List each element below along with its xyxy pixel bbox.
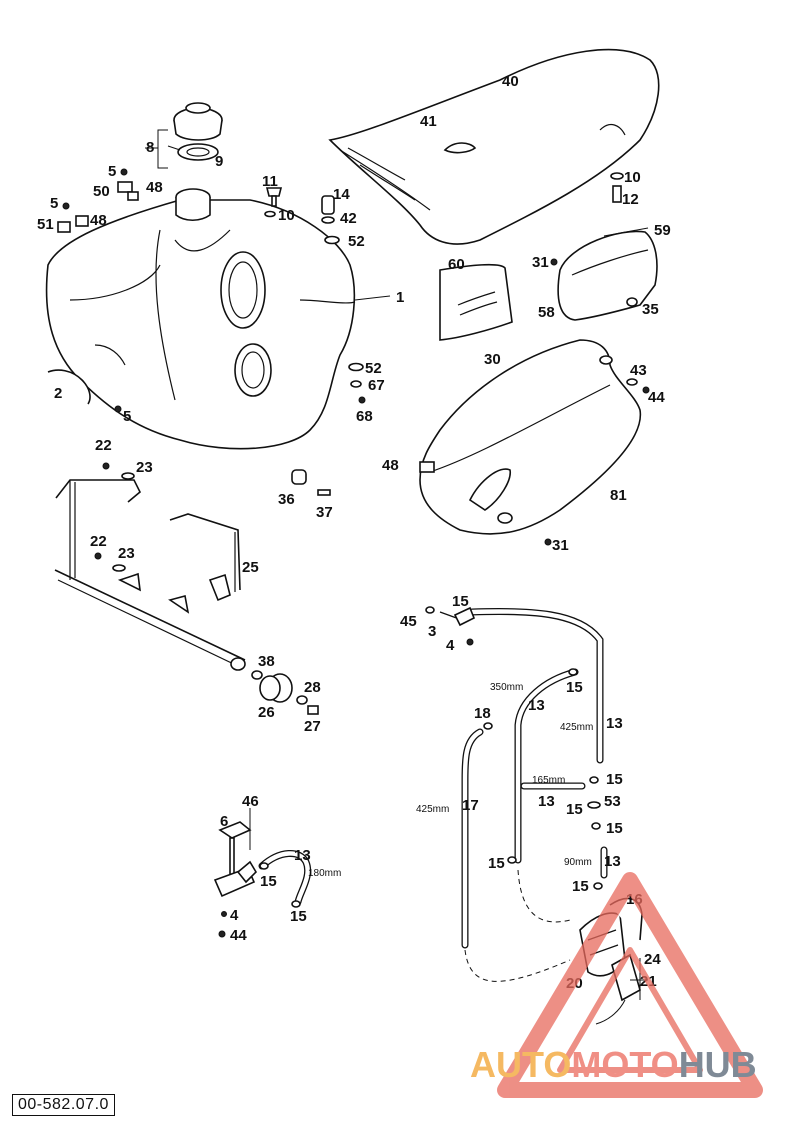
callout-37: 37 — [316, 504, 333, 521]
callout-labels: 1 2 3 4 4 5 5 5 6 8 9 10 10 11 12 13 13 … — [37, 73, 671, 992]
callout-3: 3 — [428, 623, 436, 640]
watermark-part-moto: MOTO — [571, 1044, 679, 1085]
callout-15: 15 — [488, 855, 505, 872]
dimension-labels: 350mm 425mm 425mm 165mm 90mm 180mm — [308, 682, 593, 879]
hardware-icons — [47, 168, 366, 496]
callout-15: 15 — [566, 679, 583, 696]
callout-51: 51 — [37, 216, 54, 233]
callout-24: 24 — [644, 951, 661, 968]
seat-icon — [328, 48, 660, 245]
callout-52: 52 — [348, 233, 365, 250]
callout-67: 67 — [368, 377, 385, 394]
leader-lines — [145, 129, 649, 1025]
callout-13: 13 — [528, 697, 545, 714]
callout-35: 35 — [642, 301, 659, 318]
filler-cap-icon — [173, 102, 223, 161]
dimension-350mm: 350mm — [490, 682, 523, 693]
callout-14: 14 — [333, 186, 350, 203]
callout-15: 15 — [566, 801, 583, 818]
side-cover-icon — [419, 339, 650, 546]
callout-13: 13 — [606, 715, 623, 732]
callout-28: 28 — [304, 679, 321, 696]
callout-15: 15 — [290, 908, 307, 925]
callout-11: 11 — [262, 173, 278, 190]
callout-48: 48 — [90, 212, 107, 229]
callout-30: 30 — [484, 351, 501, 368]
dimension-180mm: 180mm — [308, 868, 341, 879]
fuel-hose-icon — [425, 606, 608, 982]
callout-18: 18 — [474, 705, 491, 722]
callout-13: 13 — [604, 853, 621, 870]
watermark-part-auto: AUTO — [470, 1044, 572, 1085]
dimension-425mm-a: 425mm — [560, 722, 593, 733]
callout-9: 9 — [215, 153, 223, 170]
callout-6: 6 — [220, 813, 228, 830]
reference-code-label: 00-582.07.0 — [12, 1094, 115, 1116]
callout-10: 10 — [278, 207, 295, 224]
callout-13: 13 — [294, 847, 311, 864]
callout-58: 58 — [538, 304, 555, 321]
callout-4: 4 — [446, 637, 455, 654]
callout-5: 5 — [123, 408, 131, 425]
watermark-part-hub: HUB — [678, 1044, 757, 1085]
fuel-tank-icon — [45, 188, 356, 450]
callout-15: 15 — [260, 873, 277, 890]
callout-31: 31 — [552, 537, 569, 554]
callout-48: 48 — [146, 179, 163, 196]
callout-40: 40 — [502, 73, 519, 90]
dimension-165mm: 165mm — [532, 775, 565, 786]
callout-44: 44 — [230, 927, 247, 944]
callout-1: 1 — [396, 289, 404, 306]
callout-41: 41 — [420, 113, 437, 130]
callout-15: 15 — [452, 593, 469, 610]
dimension-425mm-b: 425mm — [416, 804, 449, 815]
callout-15: 15 — [572, 878, 589, 895]
callout-43: 43 — [630, 362, 647, 379]
callout-26: 26 — [258, 704, 275, 721]
callout-60: 60 — [448, 256, 465, 273]
callout-23: 23 — [136, 459, 153, 476]
tank-bracket-icon — [54, 462, 246, 671]
air-filter-box-icon — [550, 230, 658, 321]
callout-10: 10 — [624, 169, 641, 186]
callout-53: 53 — [604, 793, 621, 810]
watermark-triangle-icon — [497, 872, 763, 1098]
callout-22: 22 — [95, 437, 112, 454]
callout-45: 45 — [400, 613, 417, 630]
callout-81: 81 — [610, 487, 627, 504]
seat-bolt-icons — [610, 172, 624, 203]
number-plate-icon — [439, 263, 513, 341]
callout-38: 38 — [258, 653, 275, 670]
callout-25: 25 — [242, 559, 259, 576]
callout-2: 2 — [54, 385, 62, 402]
callout-8: 8 — [146, 139, 154, 156]
watermark-logo: AUTOMOTOHUB — [470, 1044, 757, 1086]
callout-52: 52 — [365, 360, 382, 377]
callout-68: 68 — [356, 408, 373, 425]
callout-12: 12 — [622, 191, 639, 208]
callout-36: 36 — [278, 491, 295, 508]
callout-13: 13 — [538, 793, 555, 810]
callout-15: 15 — [606, 820, 623, 837]
callout-5: 5 — [50, 195, 58, 212]
callout-48: 48 — [382, 457, 399, 474]
fuel-tap-icon — [213, 821, 312, 938]
callout-59: 59 — [654, 222, 671, 239]
callout-15: 15 — [606, 771, 623, 788]
dimension-90mm: 90mm — [564, 857, 592, 868]
callout-22: 22 — [90, 533, 107, 550]
callout-5: 5 — [108, 163, 116, 180]
callout-17: 17 — [462, 797, 479, 814]
callout-44: 44 — [648, 389, 665, 406]
callout-46: 46 — [242, 793, 259, 810]
callout-4: 4 — [230, 907, 239, 924]
callout-27: 27 — [304, 718, 321, 735]
rubber-buffer-icon — [251, 670, 319, 715]
callout-50: 50 — [93, 183, 110, 200]
callout-23: 23 — [118, 545, 135, 562]
callout-31: 31 — [532, 254, 549, 271]
callout-42: 42 — [340, 210, 357, 227]
